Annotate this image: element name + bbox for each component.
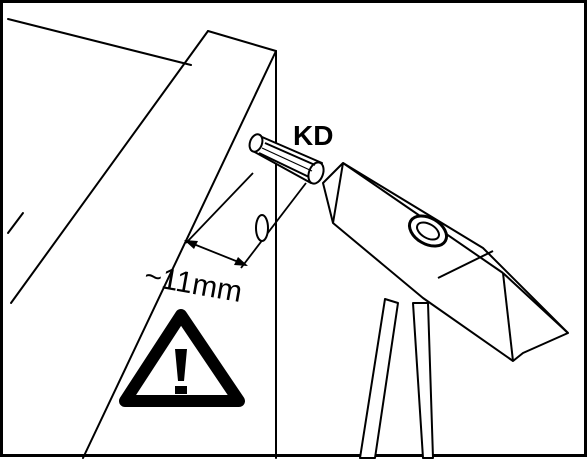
dimension-lines (185, 172, 307, 269)
hammer-icon (322, 162, 569, 459)
hammer-handle-right (412, 302, 434, 459)
hammer-handle-left (359, 298, 399, 459)
dimension-extension-left (185, 172, 254, 244)
warning-triangle-icon (119, 309, 245, 407)
panel-top-edge (7, 18, 192, 66)
beam-left-edge (10, 30, 209, 304)
hammer-head (322, 162, 569, 362)
arrowhead-left (184, 240, 198, 249)
dowel-icon (248, 133, 325, 185)
dimension-extension-right (240, 182, 307, 269)
drill-hole (255, 214, 269, 242)
panel-left-edge (7, 212, 24, 234)
assembly-diagram: KD ~11mm (7, 18, 569, 459)
dimension-arrowheads (184, 240, 248, 266)
cabinet-panel (7, 18, 277, 459)
arrowhead-right (234, 257, 248, 266)
beam-top-edge (207, 30, 277, 52)
part-code-label: KD (293, 120, 333, 151)
beam-inner-edge (82, 50, 277, 459)
